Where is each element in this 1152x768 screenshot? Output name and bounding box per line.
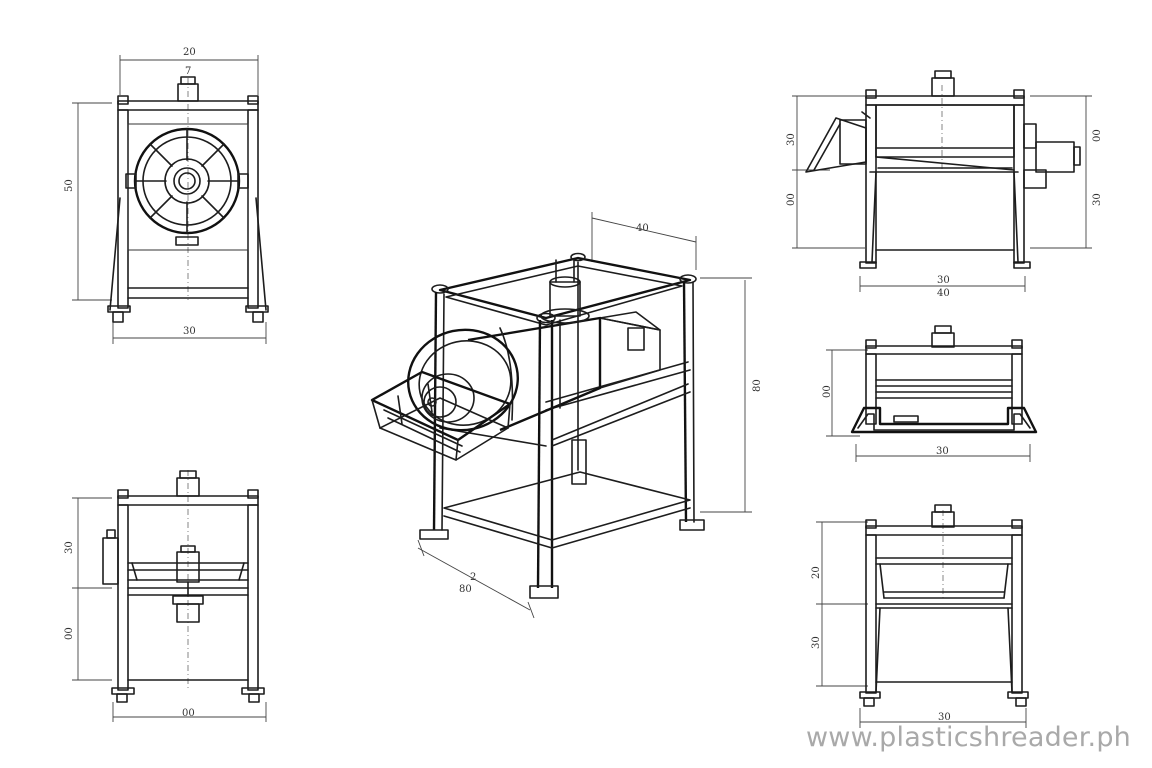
watermark-url: www.plasticshreader.ph	[806, 722, 1131, 753]
dim-side-left-upper: 30	[786, 133, 797, 146]
dim-side-right-upper: 00	[1092, 129, 1103, 142]
dim-iso-base-lower: 80	[459, 584, 472, 595]
dim-front2-base-width: 00	[182, 708, 195, 719]
isometric-view: 40 80 2 80	[370, 212, 763, 619]
dim-side-left-lower: 00	[786, 193, 797, 206]
rear-view: 20 30 30	[811, 504, 1029, 728]
dim-rear-lower: 30	[811, 636, 822, 649]
dim-front2-upper-height: 30	[64, 541, 75, 554]
dim-iso-height: 80	[752, 379, 763, 392]
dim-top-width: 30	[936, 446, 949, 457]
dim-iso-base-upper: 2	[470, 572, 476, 583]
front-view: 20 7 50 30	[64, 47, 269, 344]
dim-front-height: 50	[64, 179, 75, 192]
end-view: 00 30	[822, 325, 1038, 462]
side-view: 30 00 00 30 30 40	[786, 70, 1103, 299]
dim-front-top-width: 20	[183, 47, 196, 58]
dim-top-height: 00	[822, 385, 833, 398]
dim-rear-upper: 20	[811, 566, 822, 579]
dim-front-base-width: 30	[183, 326, 196, 337]
dim-side-right-lower: 30	[1092, 193, 1103, 206]
dim-rear-base: 30	[938, 712, 951, 723]
dim-front2-lower-height: 00	[64, 627, 75, 640]
dim-iso-top-depth: 40	[636, 223, 649, 234]
dim-side-base-upper: 30	[937, 275, 950, 286]
front-section-view: 30 00 00	[64, 470, 267, 722]
dim-front-top-tick: 7	[185, 66, 191, 77]
dim-side-base-lower: 40	[937, 288, 950, 299]
